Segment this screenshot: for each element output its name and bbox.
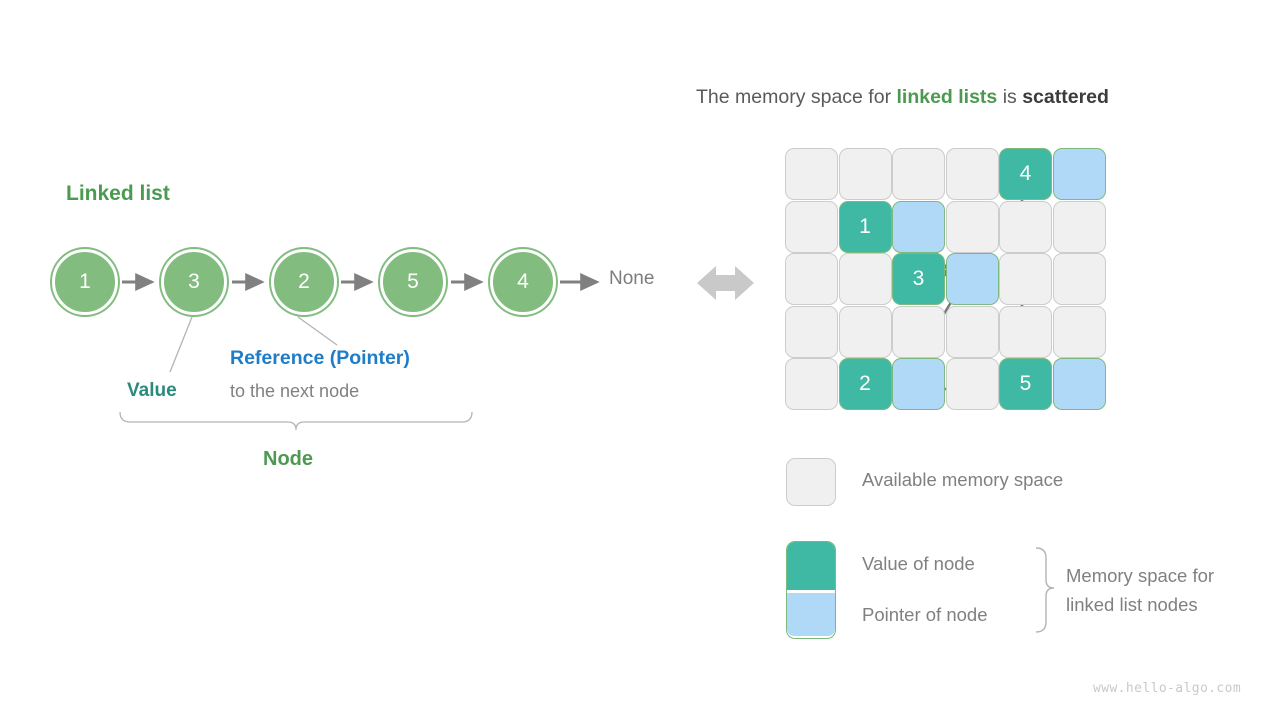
legend-available-swatch bbox=[786, 458, 836, 506]
memory-cell-empty bbox=[785, 305, 838, 358]
memory-cell-node-pointer bbox=[945, 253, 999, 305]
heading-part2: is bbox=[997, 86, 1023, 108]
list-node-value: 2 bbox=[298, 270, 310, 293]
memory-node-value-text: 1 bbox=[859, 214, 871, 238]
memory-cell-empty bbox=[785, 148, 838, 200]
memory-cell-node-value: 5 bbox=[999, 358, 1052, 410]
legend-pointer-of-node-label: Pointer of node bbox=[862, 604, 988, 625]
memory-cell-empty bbox=[999, 200, 1052, 253]
legend-node-divider bbox=[787, 590, 835, 593]
memory-cell-empty bbox=[785, 253, 838, 305]
bidirectional-arrow-icon bbox=[697, 266, 754, 300]
memory-cell-node-pointer bbox=[1052, 358, 1106, 410]
memory-node-value-text: 2 bbox=[859, 372, 871, 395]
memory-cell-empty bbox=[945, 305, 999, 358]
memory-cell-node-pointer bbox=[892, 200, 945, 253]
memory-cell-empty bbox=[785, 200, 838, 253]
legend-available-label: Available memory space bbox=[862, 469, 1064, 490]
list-node: 4 bbox=[490, 249, 556, 315]
callout-value-label: Value bbox=[127, 380, 177, 401]
callout-reference-sublabel: to the next node bbox=[230, 381, 360, 401]
callout-leader-lines bbox=[169, 316, 338, 373]
memory-cell-empty bbox=[1052, 253, 1106, 305]
list-node-value: 5 bbox=[407, 270, 419, 293]
none-terminator-label: None bbox=[609, 268, 655, 289]
legend-brace-label-line1: Memory space for bbox=[1066, 565, 1215, 586]
memory-cell-node-value: 3 bbox=[892, 253, 945, 305]
heading-part1: The memory space for bbox=[696, 86, 897, 108]
node-brace bbox=[119, 411, 473, 431]
list-node: 5 bbox=[380, 249, 446, 315]
memory-cell-node-pointer bbox=[892, 358, 945, 410]
page-title: The memory space for linked lists is sca… bbox=[696, 86, 1109, 109]
memory-cell-empty bbox=[838, 253, 892, 305]
legend-brace bbox=[1035, 547, 1055, 633]
memory-cell-empty bbox=[838, 148, 892, 200]
memory-cell-empty bbox=[892, 305, 945, 358]
heading-highlight-scattered: scattered bbox=[1022, 86, 1109, 108]
memory-cell-empty bbox=[945, 148, 999, 200]
memory-cell-empty bbox=[892, 148, 945, 200]
memory-cell-empty bbox=[1052, 200, 1106, 253]
legend-brace-label-line2: linked list nodes bbox=[1066, 594, 1198, 615]
memory-cell-empty bbox=[945, 358, 999, 410]
memory-cell-empty bbox=[945, 200, 999, 253]
linked-list-title: Linked list bbox=[66, 182, 170, 205]
list-node: 1 bbox=[52, 249, 118, 315]
legend-value-of-node-label: Value of node bbox=[862, 553, 975, 574]
memory-node-value-text: 3 bbox=[912, 267, 925, 290]
watermark: www.hello-algo.com bbox=[1093, 681, 1242, 696]
legend-node-pointer-half bbox=[787, 593, 835, 636]
callout-node-label: Node bbox=[263, 448, 313, 470]
memory-cell-node-value: 4 bbox=[999, 148, 1052, 200]
list-node-value: 1 bbox=[79, 270, 91, 293]
heading-highlight-linked-lists: linked lists bbox=[896, 86, 998, 108]
memory-cell-empty bbox=[999, 253, 1052, 305]
memory-cell-empty bbox=[999, 305, 1052, 358]
memory-cell-empty bbox=[838, 305, 892, 358]
list-node: 2 bbox=[271, 249, 337, 315]
list-node: 3 bbox=[161, 249, 227, 315]
list-node-value: 3 bbox=[188, 270, 200, 293]
legend-node-swatch bbox=[786, 541, 836, 639]
list-node-value: 4 bbox=[517, 270, 529, 293]
memory-node-value-text: 5 bbox=[1019, 372, 1032, 395]
legend-node-value-half bbox=[787, 542, 835, 590]
memory-cell-empty bbox=[785, 358, 838, 410]
callout-reference-label: Reference (Pointer) bbox=[230, 347, 410, 369]
memory-cell-node-value: 1 bbox=[838, 200, 892, 253]
memory-cell-node-value: 2 bbox=[838, 358, 892, 410]
memory-cell-node-pointer bbox=[1052, 148, 1106, 200]
memory-cell-empty bbox=[1052, 305, 1106, 358]
memory-node-value-text: 4 bbox=[1019, 162, 1032, 185]
